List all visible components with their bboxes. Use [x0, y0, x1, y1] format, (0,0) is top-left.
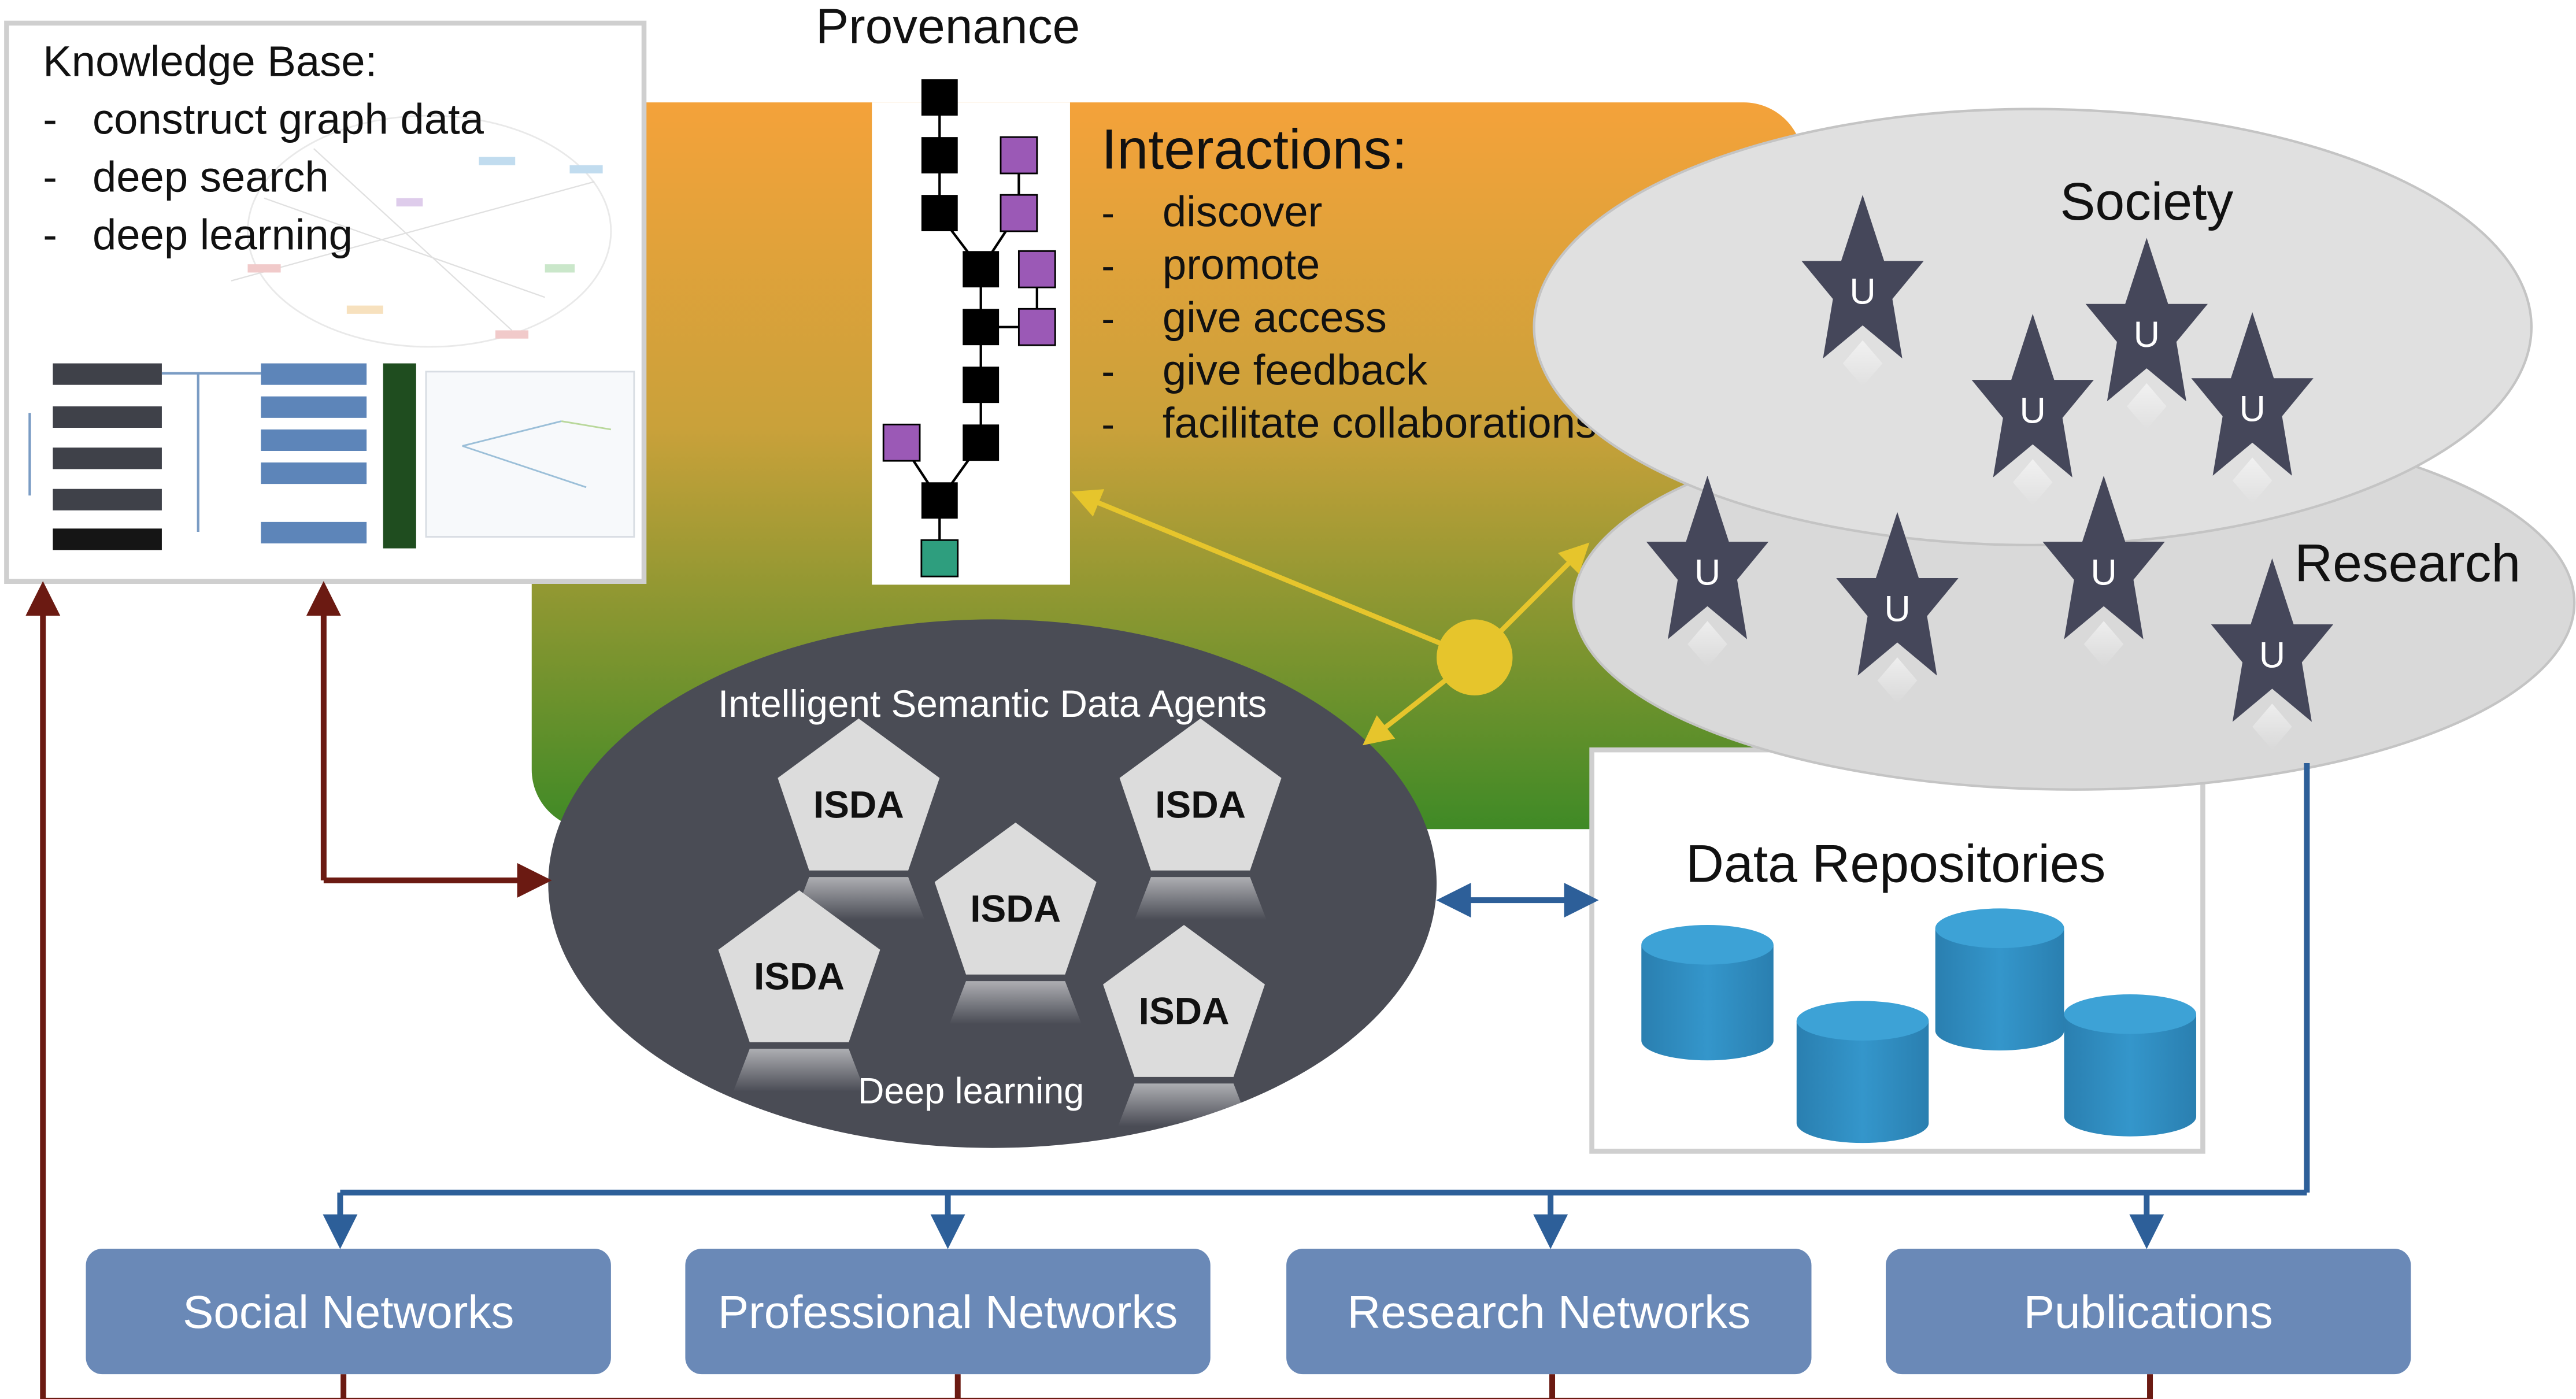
- interactions-bullet: -: [1101, 243, 1115, 288]
- database-cylinder-icon: [2064, 994, 2197, 1137]
- knowledge-base-bullet: -: [43, 153, 57, 201]
- interactions-bullet: -: [1101, 349, 1115, 394]
- research-label: Research: [2294, 534, 2521, 593]
- star-user-icon: U: [1971, 313, 2094, 506]
- schema-thumbnail: [28, 363, 635, 550]
- network-box-professional: Professional Networks: [685, 1249, 1211, 1375]
- interactions-item: give access: [1163, 293, 1387, 341]
- network-label: Publications: [2024, 1286, 2273, 1338]
- agent-label: ISDA: [1139, 990, 1230, 1032]
- user-label: U: [1849, 272, 1875, 312]
- star-user-icon: U: [1801, 195, 1924, 387]
- interactions-bullet: -: [1101, 402, 1115, 446]
- user-label: U: [2239, 389, 2265, 430]
- network-label: Professional Networks: [718, 1286, 1178, 1338]
- network-box-social: Social Networks: [86, 1249, 611, 1375]
- agent-label: ISDA: [813, 783, 904, 826]
- knowledge-base-bullet: -: [43, 95, 57, 143]
- knowledge-base-item: deep learning: [92, 210, 353, 258]
- pentagon-agent-icon: ISDA: [1103, 925, 1265, 1127]
- network-label: Research Networks: [1347, 1286, 1750, 1338]
- agents-label: Intelligent Semantic Data Agents: [718, 683, 1267, 725]
- star-user-icon: U: [2211, 558, 2334, 750]
- data-repositories-label: Data Repositories: [1686, 835, 2105, 894]
- star-user-icon: U: [2042, 475, 2165, 668]
- knowledge-base-bullet: -: [43, 210, 57, 258]
- agents-sublabel: Deep learning: [858, 1071, 1084, 1112]
- knowledge-base-title: Knowledge Base:: [43, 37, 377, 85]
- pentagon-agent-icon: ISDA: [718, 890, 880, 1092]
- user-label: U: [2134, 314, 2160, 355]
- hub-node-icon: [1437, 619, 1513, 695]
- agent-label: ISDA: [1155, 783, 1246, 826]
- star-user-icon: U: [1646, 475, 1769, 668]
- pentagon-agent-icon: ISDA: [1119, 718, 1282, 920]
- interactions-title: Interactions:: [1101, 117, 1407, 180]
- knowledge-base-item: deep search: [92, 153, 329, 201]
- database-cylinder-icon: [1796, 1001, 1929, 1143]
- network-label: Social Networks: [183, 1286, 514, 1338]
- interactions-item: facilitate collaborations: [1163, 399, 1597, 447]
- knowledge-base-panel: Knowledge Base: - construct graph data -…: [4, 20, 647, 584]
- graph-visualization: [231, 114, 612, 348]
- user-label: U: [1694, 552, 1720, 593]
- interactions-bullet: -: [1101, 296, 1115, 341]
- user-label: U: [2259, 635, 2285, 675]
- agent-label: ISDA: [754, 955, 845, 997]
- distribution-lines: [323, 763, 2310, 1249]
- user-label: U: [2090, 552, 2116, 593]
- star-user-icon: U: [2191, 312, 2314, 504]
- star-user-icon: U: [1836, 512, 1959, 704]
- interactions-item: give feedback: [1163, 346, 1428, 394]
- database-cylinder-icon: [1641, 925, 1774, 1061]
- interactions-item: discover: [1163, 187, 1323, 235]
- star-user-icon: U: [2085, 238, 2208, 430]
- user-label: U: [1884, 589, 1910, 629]
- interactions-item: promote: [1163, 240, 1320, 288]
- provenance-title: Provenance: [816, 0, 1080, 54]
- user-label: U: [2020, 390, 2046, 431]
- network-box-research: Research Networks: [1286, 1249, 1812, 1375]
- pentagon-agent-icon: ISDA: [778, 718, 940, 920]
- database-cylinder-icon: [1935, 908, 2064, 1051]
- feedback-lines: [25, 581, 2153, 1399]
- society-label: Society: [2060, 172, 2233, 231]
- agent-label: ISDA: [970, 887, 1061, 930]
- network-box-publications: Publications: [1886, 1249, 2411, 1375]
- knowledge-base-item: construct graph data: [92, 95, 484, 143]
- interactions-bullet: -: [1101, 190, 1115, 235]
- pentagon-agent-icon: ISDA: [934, 822, 1097, 1024]
- provenance-graph: [872, 79, 1070, 585]
